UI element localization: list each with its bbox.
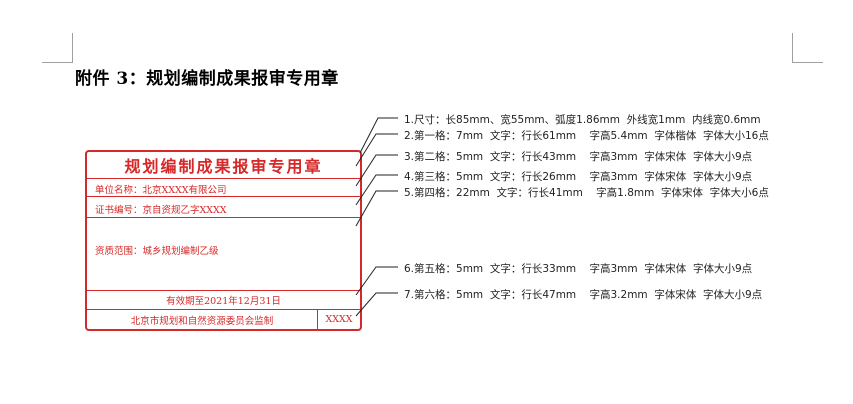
leader-line-2 xyxy=(355,133,398,167)
stamp-validity: 有效期至2021年12月31日 xyxy=(166,296,281,307)
annotation-5: 5.第四格：22mm 文字：行长41mm 字高1.8mm 字体宋体 字体大小6点 xyxy=(404,187,769,199)
annotation-6: 6.第五格：5mm 文字：行长33mm 字高3mm 字体宋体 字体大小9点 xyxy=(404,263,753,275)
margin-corner-top-left-horizontal xyxy=(42,62,73,63)
leader-line-3 xyxy=(355,154,398,187)
annotation-1: 1.尺寸：长85mm、宽55mm、弧度1.86mm 外线宽1mm 内线宽0.6m… xyxy=(404,114,761,126)
stamp-title: 规划编制成果报审专用章 xyxy=(124,157,323,176)
stamp-cert-number: 证书编号：京自资规乙字XXXX xyxy=(95,205,227,216)
leader-line-6 xyxy=(355,266,398,296)
annotation-3: 3.第二格：5mm 文字：行长43mm 字高3mm 字体宋体 字体大小9点 xyxy=(404,151,753,163)
stamp-row-5: 有效期至2021年12月31日 xyxy=(87,291,360,310)
annotation-2: 2.第一格：7mm 文字：行长61mm 字高5.4mm 字体楷体 字体大小16点 xyxy=(404,130,769,142)
stamp-template: 规划编制成果报审专用章 单位名称：北京XXXX有限公司 证书编号：京自资规乙字X… xyxy=(85,150,362,331)
margin-corner-top-right-vertical xyxy=(792,33,793,63)
stamp-qualification-scope: 资质范围：城乡规划编制乙级 xyxy=(95,246,219,257)
stamp-row-4: 资质范围：城乡规划编制乙级 xyxy=(87,218,360,291)
stamp-code: XXXX xyxy=(325,314,353,325)
annotation-4: 4.第三格：5mm 文字：行长26mm 字高3mm 字体宋体 字体大小9点 xyxy=(404,171,753,183)
document-title: 附件 3：规划编制成果报审专用章 xyxy=(75,69,339,89)
margin-corner-top-left-vertical xyxy=(72,33,73,63)
stamp-row-3: 证书编号：京自资规乙字XXXX xyxy=(87,197,360,218)
leader-line-1 xyxy=(359,117,398,154)
leader-line-5 xyxy=(355,190,398,227)
margin-corner-top-right-horizontal xyxy=(792,62,823,63)
leader-line-4 xyxy=(355,174,398,206)
stamp-row-6: 北京市规划和自然资源委员会监制 XXXX xyxy=(87,310,360,329)
stamp-unit-name: 单位名称：北京XXXX有限公司 xyxy=(95,185,227,196)
stamp-supervisor: 北京市规划和自然资源委员会监制 xyxy=(87,310,318,329)
stamp-row-1: 规划编制成果报审专用章 xyxy=(87,152,360,179)
annotation-7: 7.第六格：5mm 文字：行长47mm 字高3.2mm 字体宋体 字体大小9点 xyxy=(404,289,763,301)
leader-line-7 xyxy=(355,292,398,317)
stamp-row-2: 单位名称：北京XXXX有限公司 xyxy=(87,179,360,197)
